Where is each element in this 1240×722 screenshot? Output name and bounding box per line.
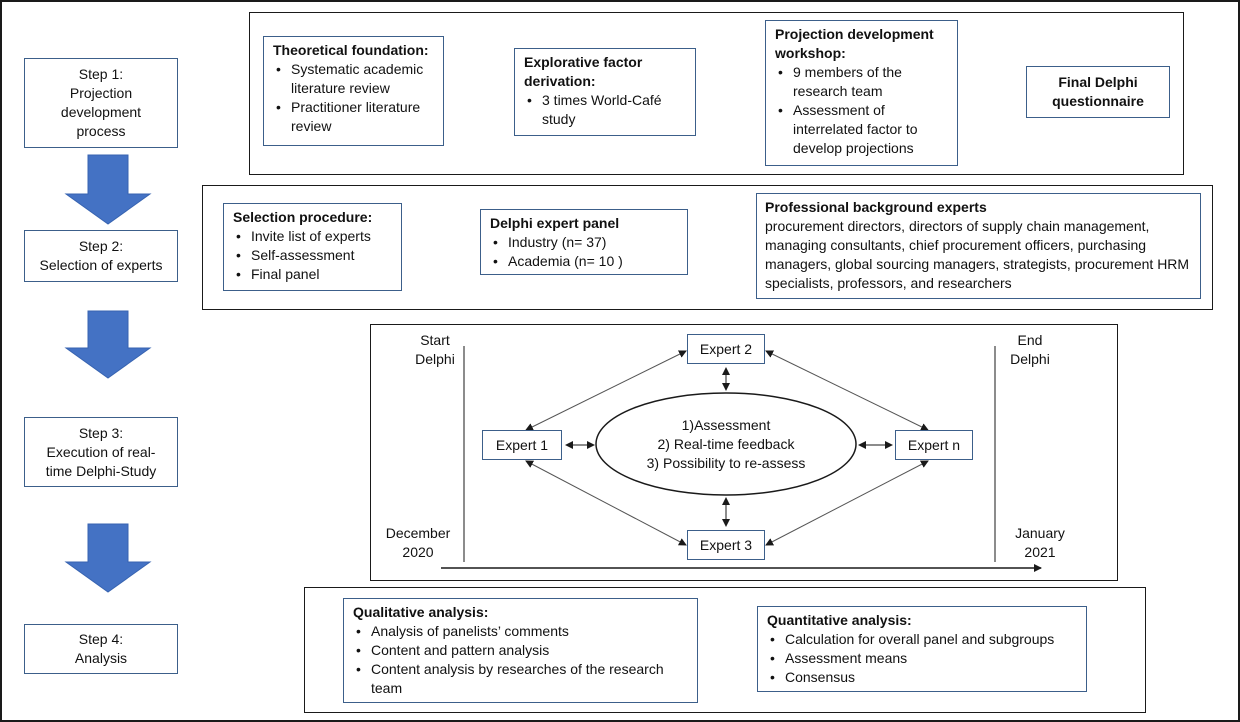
end-date-line1: January — [1015, 525, 1065, 541]
step3-to-step4-arrow — [64, 523, 152, 593]
end-delphi-label: End Delphi — [1005, 331, 1055, 369]
center-line: 2) Real-time feedback — [657, 436, 795, 452]
quantitative-analysis-title: Quantitative analysis: — [767, 612, 912, 628]
professional-background-box: Professional background experts procurem… — [756, 193, 1201, 299]
start-date-line1: December — [385, 525, 451, 541]
step-1-box: Step 1: Projection development process — [24, 58, 178, 148]
start-date-label: December 2020 — [378, 524, 458, 562]
explorative-item: 3 times World-Café study — [524, 91, 687, 129]
workshop-item: Assessment of interrelated factor to dev… — [775, 101, 949, 158]
panel-item: Industry (n= 37) — [490, 233, 679, 252]
final-questionnaire-label: Final Delphi questionnaire — [1052, 74, 1144, 109]
qualitative-item: Analysis of panelists’ comments — [353, 622, 689, 641]
step-1-line: development — [60, 104, 142, 120]
expert-1-box: Expert 1 — [482, 430, 562, 460]
qualitative-analysis-box: Qualitative analysis: Analysis of paneli… — [343, 598, 698, 703]
qualitative-item: Content and pattern analysis — [353, 641, 689, 660]
step-4-line: Step 4: — [78, 631, 124, 647]
center-line: 3) Possibility to re-assess — [646, 455, 806, 471]
quantitative-item: Consensus — [767, 668, 1078, 687]
selection-procedure-title: Selection procedure: — [233, 209, 373, 225]
expert1-expert2-arrow — [525, 350, 687, 431]
professional-background-text: procurement directors, directors of supp… — [765, 218, 1190, 291]
qualitative-analysis-title: Qualitative analysis: — [353, 604, 489, 620]
expert-panel-box: Delphi expert panel Industry (n= 37) Aca… — [480, 209, 688, 275]
workshop-box: Projection development workshop: 9 membe… — [765, 20, 958, 166]
qualitative-item: Content analysis by researches of the re… — [353, 660, 689, 698]
step-1-line: Step 1: — [78, 66, 124, 82]
step2-to-step3-arrow — [64, 310, 152, 379]
final-questionnaire-box: Final Delphi questionnaire — [1026, 66, 1170, 118]
expert-3-box: Expert 3 — [687, 530, 765, 560]
theoretical-item: Systematic academic literature review — [273, 60, 435, 98]
quantitative-analysis-box: Quantitative analysis: Calculation for o… — [757, 606, 1087, 692]
selection-item: Invite list of experts — [233, 227, 393, 246]
step-2-line: Selection of experts — [39, 257, 163, 273]
step-4-line: Analysis — [74, 650, 128, 666]
end-label-line1: End — [1017, 332, 1043, 348]
theoretical-item: Practitioner literature review — [273, 98, 435, 136]
start-date-line2: 2020 — [402, 544, 434, 560]
professional-background-title: Professional background experts — [765, 199, 987, 215]
step-4-box: Step 4: Analysis — [24, 624, 178, 674]
step-3-line: Step 3: — [78, 424, 124, 441]
step-3-box: Step 3: Execution of real- time Delphi-S… — [24, 417, 178, 487]
center-process-text: 1)Assessment 2) Real-time feedback 3) Po… — [616, 416, 836, 473]
explorative-factor-title: Explorative factor derivation: — [524, 54, 643, 89]
step1-to-step2-arrow — [64, 154, 152, 225]
step-3-line: time Delphi-Study — [45, 462, 157, 479]
end-label-line2: Delphi — [1010, 351, 1050, 367]
step-2-line: Step 2: — [78, 238, 124, 254]
expert3-expertn-arrow — [765, 460, 929, 546]
workshop-item: 9 members of the research team — [775, 63, 949, 101]
selection-procedure-box: Selection procedure: Invite list of expe… — [223, 203, 402, 291]
end-date-line2: 2021 — [1024, 544, 1056, 560]
expert-2-box: Expert 2 — [687, 334, 765, 364]
theoretical-foundation-title: Theoretical foundation: — [273, 42, 429, 58]
center-line: 1)Assessment — [681, 417, 771, 433]
end-date-label: January 2021 — [1005, 524, 1075, 562]
expert1-expert3-arrow — [525, 460, 687, 546]
start-label-line2: Delphi — [415, 351, 455, 367]
step-2-box: Step 2: Selection of experts — [24, 230, 178, 282]
expert-n-box: Expert n — [895, 430, 973, 460]
selection-item: Self-assessment — [233, 246, 393, 265]
expert2-expertn-arrow — [765, 350, 929, 431]
step-3-line: Execution of real- — [46, 443, 156, 460]
quantitative-item: Calculation for overall panel and subgro… — [767, 630, 1078, 649]
step-1-line: Projection — [69, 85, 133, 101]
expert-panel-title: Delphi expert panel — [490, 215, 620, 231]
step-1-line: process — [76, 123, 126, 139]
workshop-title: Projection development workshop: — [775, 26, 934, 61]
theoretical-foundation-box: Theoretical foundation: Systematic acade… — [263, 36, 444, 146]
quantitative-item: Assessment means — [767, 649, 1078, 668]
selection-item: Final panel — [233, 265, 393, 284]
explorative-factor-box: Explorative factor derivation: 3 times W… — [514, 48, 696, 136]
start-delphi-label: Start Delphi — [413, 331, 457, 369]
start-label-line1: Start — [420, 332, 450, 348]
panel-item: Academia (n= 10 ) — [490, 252, 679, 271]
